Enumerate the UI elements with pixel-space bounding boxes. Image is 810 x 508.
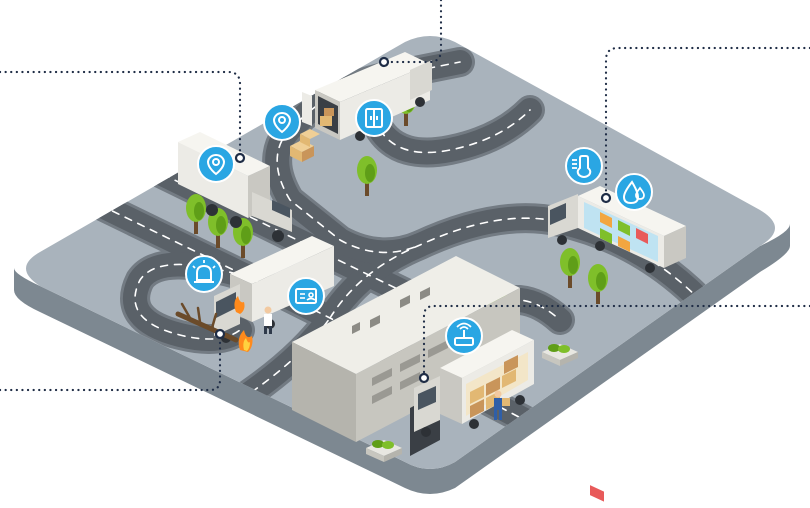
alarm-siren-icon[interactable] — [185, 255, 223, 293]
fallen-tree — [175, 302, 239, 343]
connector-dot — [418, 372, 430, 384]
location-pin-icon[interactable] — [263, 103, 301, 141]
door-sensor-icon[interactable] — [355, 99, 393, 137]
cardboard-boxes — [290, 129, 320, 162]
worker — [264, 306, 272, 334]
tree — [186, 194, 206, 234]
connector-dot — [600, 192, 612, 204]
iot-badges — [185, 99, 653, 355]
connector-line — [422, 304, 810, 380]
id-card-icon[interactable] — [287, 277, 325, 315]
connector-dot — [214, 328, 226, 340]
dock-truck — [414, 330, 534, 437]
location-pin-icon[interactable] — [197, 145, 235, 183]
connector-line — [604, 46, 810, 200]
connector-dot — [234, 152, 246, 164]
warehouse-roof — [292, 256, 520, 374]
connector-line — [382, 0, 443, 64]
connector-lines — [0, 0, 810, 392]
tree — [560, 248, 580, 288]
worker — [494, 390, 510, 420]
connector-line — [0, 332, 222, 392]
thermometer-icon[interactable] — [565, 147, 603, 185]
humidity-drop-icon[interactable] — [615, 173, 653, 211]
platform-side — [14, 224, 790, 494]
fire — [234, 296, 253, 352]
planter — [366, 440, 402, 462]
connector-endpoints — [214, 56, 612, 384]
warehouse-front — [292, 342, 356, 442]
planter — [542, 344, 578, 366]
tree — [588, 264, 608, 304]
connector-line — [0, 70, 242, 160]
tree — [357, 156, 377, 196]
wireless-router-icon[interactable] — [445, 317, 483, 355]
connector-dot — [378, 56, 390, 68]
